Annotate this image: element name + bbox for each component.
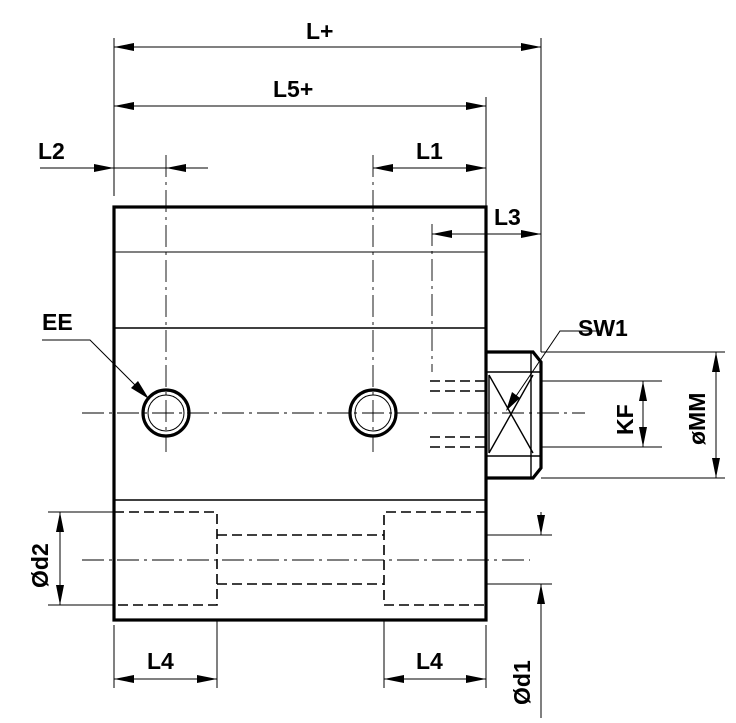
dim-L1-arrow-left bbox=[373, 164, 393, 172]
label-SW1: SW1 bbox=[578, 315, 628, 341]
label-d2: Ød2 bbox=[27, 543, 53, 588]
dim-L5-arrow-left bbox=[114, 102, 134, 110]
dim-L-arrow-right bbox=[521, 43, 541, 51]
dim-L1-arrow-right bbox=[466, 164, 486, 172]
dim-d1-arrow-bottom bbox=[537, 584, 545, 604]
dim-L2-arrow-right bbox=[166, 164, 186, 172]
leader-SW1-arrow bbox=[506, 392, 520, 411]
dim-L3-arrow-right bbox=[521, 230, 541, 238]
label-L-plus: L+ bbox=[306, 18, 333, 44]
dim-L4-left-arrow-r bbox=[197, 675, 217, 683]
dim-L-arrow-left bbox=[114, 43, 134, 51]
hex-nut-outline bbox=[486, 350, 543, 480]
body-outline bbox=[112, 205, 488, 622]
label-L4-right: L4 bbox=[416, 648, 443, 674]
dim-L4-left-arrow-l bbox=[114, 675, 134, 683]
dim-L2-arrow-left bbox=[94, 164, 114, 172]
dim-d2-arrow-bottom bbox=[56, 585, 64, 605]
bore-counterbore-right bbox=[383, 511, 486, 606]
leader-SW1 bbox=[509, 330, 600, 406]
leader-EE bbox=[42, 339, 143, 393]
label-L2: L2 bbox=[38, 138, 65, 164]
dim-MM-arrow-top bbox=[712, 352, 720, 372]
dim-d2-arrow-top bbox=[56, 512, 64, 532]
label-d1: Ød1 bbox=[509, 660, 535, 705]
leader-EE-arrow bbox=[131, 381, 149, 399]
dim-KF-arrow-bottom bbox=[639, 427, 647, 447]
hex-nut-cross-2 bbox=[488, 374, 534, 454]
dim-L4-right-arrow-l bbox=[384, 675, 404, 683]
label-KF: KF bbox=[612, 404, 638, 435]
dim-d1-arrow-top bbox=[537, 515, 545, 535]
bore-counterbore-left bbox=[114, 511, 218, 606]
dim-L5-arrow-right bbox=[466, 102, 486, 110]
label-L5-plus: L5+ bbox=[273, 76, 313, 102]
dim-KF-arrow-top bbox=[639, 381, 647, 401]
dim-MM-arrow-bottom bbox=[712, 458, 720, 478]
label-MM: øMM bbox=[684, 393, 710, 445]
label-L3: L3 bbox=[494, 204, 521, 230]
dim-L4-right-arrow-r bbox=[466, 675, 486, 683]
label-EE: EE bbox=[42, 309, 73, 335]
label-L1: L1 bbox=[416, 138, 443, 164]
label-L4-left: L4 bbox=[147, 648, 174, 674]
dim-L3-arrow-left bbox=[432, 230, 452, 238]
